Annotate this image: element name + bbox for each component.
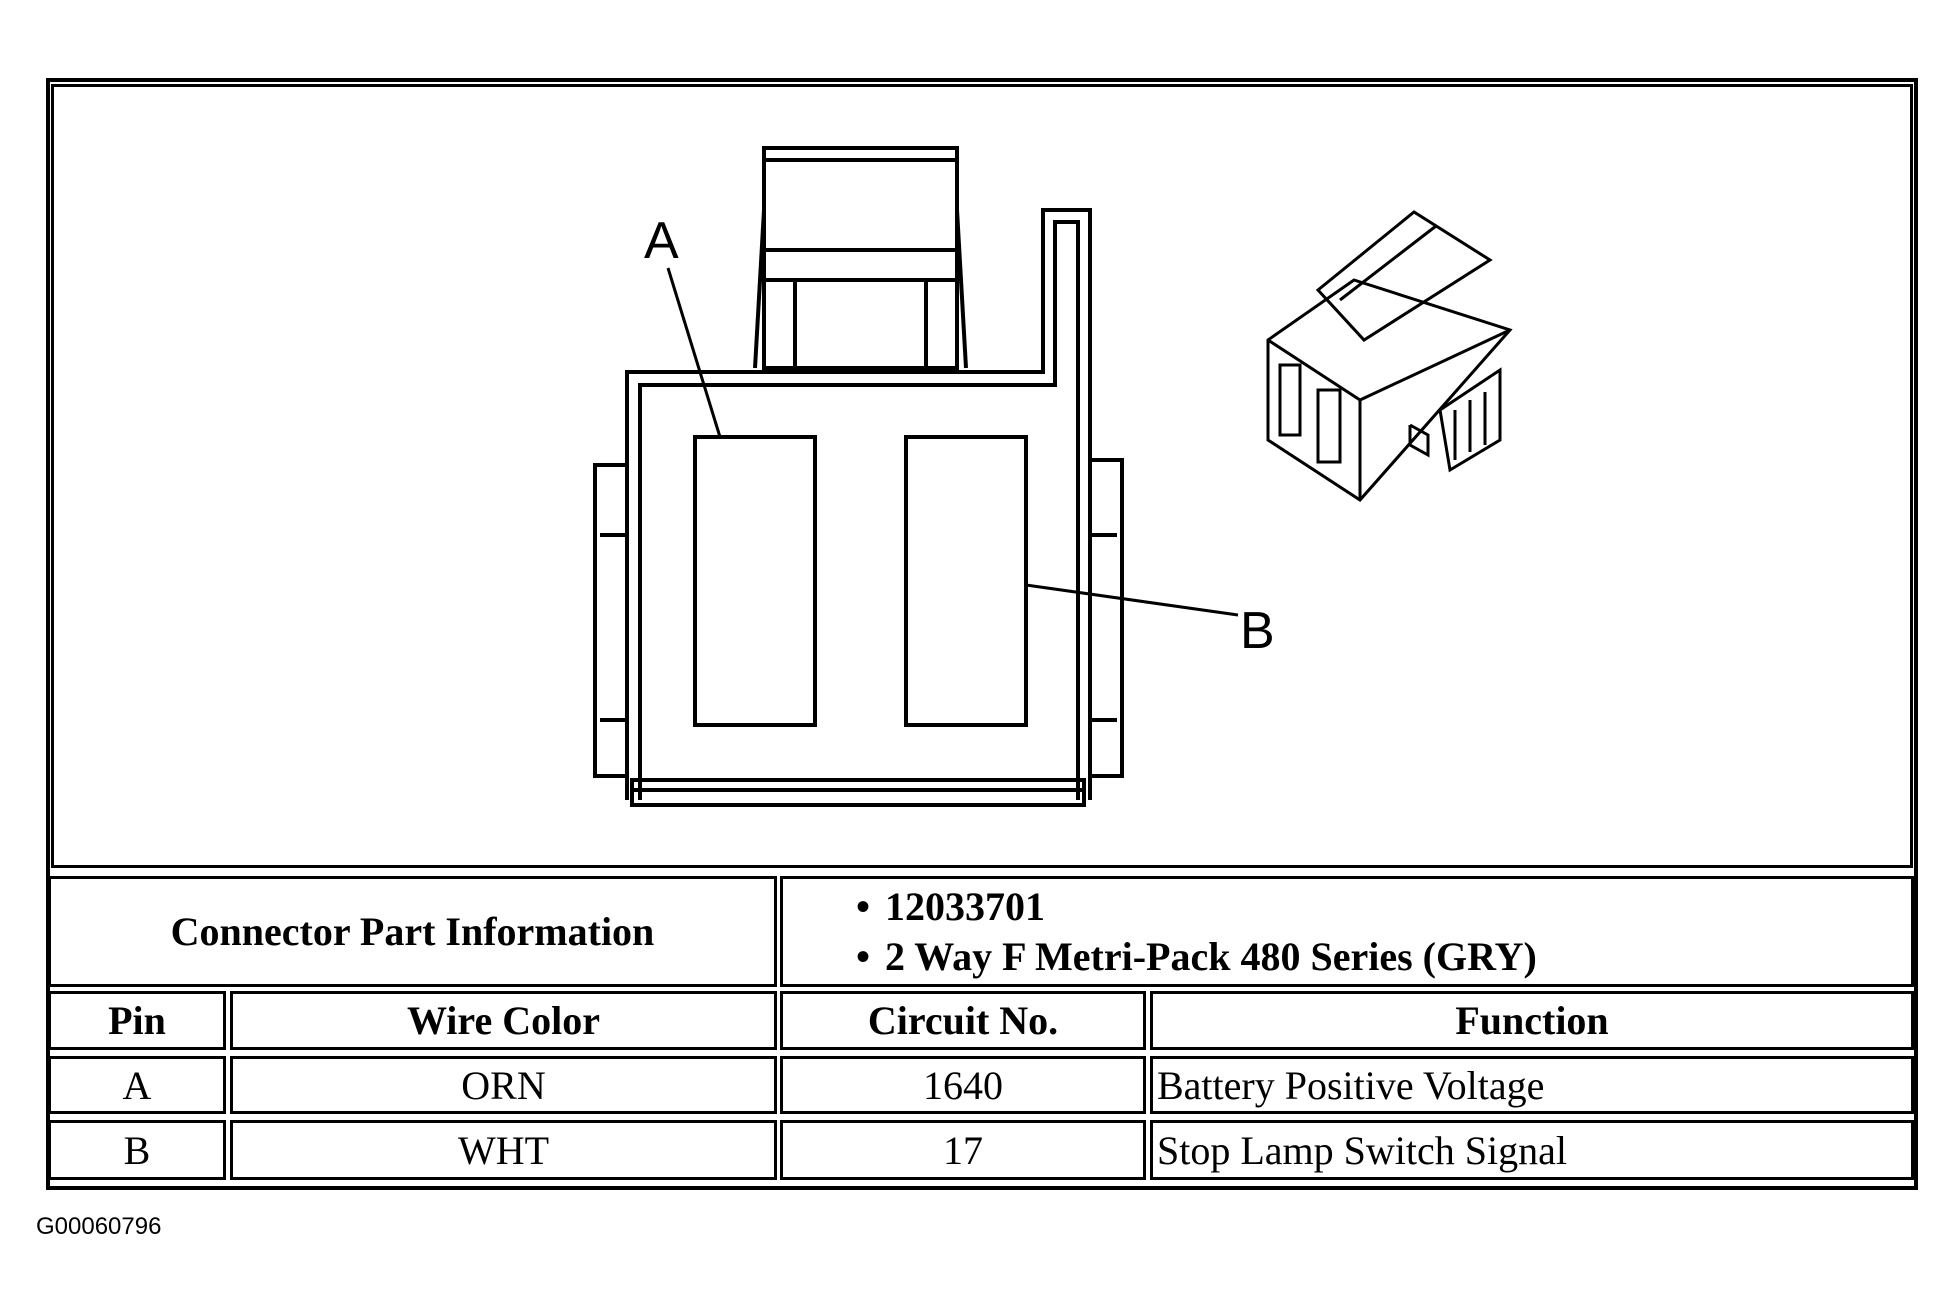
outer-frame (46, 78, 1918, 1190)
drawing-area (51, 84, 1913, 868)
table-cell-pin: B (48, 1120, 226, 1180)
table-cell-pin: A (48, 1056, 226, 1114)
table-cell-wire-color: WHT (230, 1120, 777, 1180)
header-circuit-no: Circuit No. (780, 991, 1146, 1050)
part-number-list: 12033701 2 Way F Metri-Pack 480 Series (… (841, 882, 1537, 982)
header-pin: Pin (48, 991, 226, 1050)
connector-part-info-label: Connector Part Information (48, 876, 777, 987)
callout-a: A (644, 212, 679, 270)
table-cell-circuit-no: 1640 (780, 1056, 1146, 1114)
connector-body (593, 208, 1124, 807)
leader-line-a (666, 267, 722, 438)
cavity-b (904, 435, 1028, 727)
connector-iso-view (1266, 210, 1513, 502)
header-function: Function (1150, 991, 1914, 1050)
table-cell-function: Battery Positive Voltage (1150, 1056, 1914, 1114)
part-description: 2 Way F Metri-Pack 480 Series (GRY) (841, 932, 1537, 982)
table-cell-wire-color: ORN (230, 1056, 777, 1114)
table-cell-circuit-no: 17 (780, 1120, 1146, 1180)
cavity-a (693, 435, 817, 727)
leader-line-b (1025, 583, 1239, 617)
connector-latch (753, 146, 968, 370)
callout-b: B (1240, 602, 1275, 660)
table-cell-function: Stop Lamp Switch Signal (1150, 1120, 1914, 1180)
connector-part-info-values: 12033701 2 Way F Metri-Pack 480 Series (… (780, 876, 1914, 987)
header-wire-color: Wire Color (230, 991, 777, 1050)
part-number: 12033701 (841, 882, 1537, 932)
figure-code: G00060796 (36, 1213, 162, 1240)
